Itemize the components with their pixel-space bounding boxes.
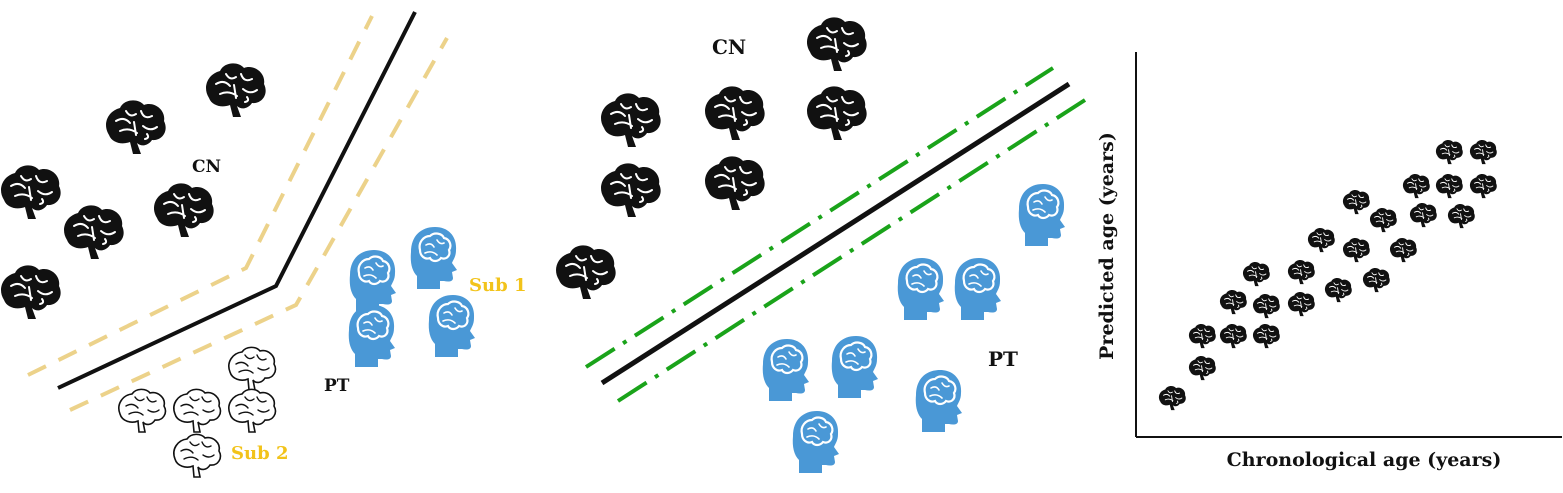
brain-icon (704, 85, 766, 141)
brain-icon (1219, 323, 1248, 349)
brain-icon (600, 162, 662, 218)
brain-icon (1219, 289, 1248, 315)
brain-icon (806, 85, 868, 141)
brain-icon (555, 244, 617, 300)
brain-icon (1369, 207, 1398, 233)
middle-decision-boundary (600, 81, 1071, 386)
left-margin-upper (27, 15, 374, 377)
outline-brain-icon (228, 346, 277, 391)
brain-icon (153, 182, 215, 238)
brain-icon (0, 264, 62, 320)
brain-icon (1158, 385, 1187, 411)
patient-head-icon (761, 337, 811, 403)
left-cn-label: CN (192, 157, 221, 177)
brain-icon (1342, 237, 1371, 263)
brain-icon (600, 92, 662, 148)
brain-icon (1362, 267, 1391, 293)
left-panel: CN PT Sub 1 Sub 2 (0, 11, 526, 478)
brain-icon (1324, 277, 1353, 303)
sub1-label: Sub 1 (469, 275, 526, 296)
brain-icon (1469, 173, 1498, 199)
brain-icon (63, 204, 125, 260)
patient-head-icon (914, 368, 964, 434)
brain-icon (1252, 293, 1281, 319)
outline-brain-icon (173, 388, 222, 433)
x-axis-label: Chronological age (years) (1227, 449, 1502, 471)
brain-icon (1188, 355, 1217, 381)
brain-icon (1242, 261, 1271, 287)
brain-icon (1252, 323, 1281, 349)
brain-icon (105, 99, 167, 155)
left-margin-lower (69, 37, 449, 412)
brain-icon (1447, 203, 1476, 229)
brain-icon (1469, 139, 1498, 165)
middle-margin-lower (616, 98, 1087, 403)
brain-icon (1287, 259, 1316, 285)
brain-icon (1287, 291, 1316, 317)
brain-icon (1409, 202, 1438, 228)
patient-head-icon (791, 409, 841, 475)
patient-head-icon (1017, 182, 1067, 248)
brain-icon (806, 16, 868, 72)
middle-cn-label: CN (712, 35, 746, 59)
brain-icon (205, 62, 267, 118)
brain-icon (704, 155, 766, 211)
brain-icon (1389, 237, 1418, 263)
brain-icon (1402, 173, 1431, 199)
y-axis-label: Predicted age (years) (1096, 132, 1118, 360)
left-decision-boundary (57, 11, 417, 390)
brain-icon (1307, 227, 1336, 253)
right-panel: Chronological age (years) Predicted age … (1096, 52, 1562, 471)
brain-icon (0, 164, 62, 220)
brain-icon (1342, 189, 1371, 215)
patient-head-icon (409, 225, 459, 291)
patient-head-icon (896, 256, 946, 322)
middle-panel: CN PT (555, 16, 1087, 475)
outline-brain-icon (118, 388, 167, 433)
brain-icon (1188, 323, 1217, 349)
left-pt-label: PT (324, 376, 350, 396)
patient-head-icon (347, 303, 397, 369)
patient-head-icon (427, 293, 477, 359)
patient-head-icon (348, 248, 398, 314)
outline-brain-icon (228, 388, 277, 433)
brain-icon (1435, 173, 1464, 199)
middle-margin-upper (584, 66, 1055, 369)
sub2-label: Sub 2 (231, 443, 288, 464)
patient-head-icon (830, 334, 880, 400)
outline-brain-icon (173, 433, 222, 478)
brain-icon (1435, 139, 1464, 165)
patient-head-icon (953, 256, 1003, 322)
middle-pt-label: PT (988, 347, 1018, 371)
